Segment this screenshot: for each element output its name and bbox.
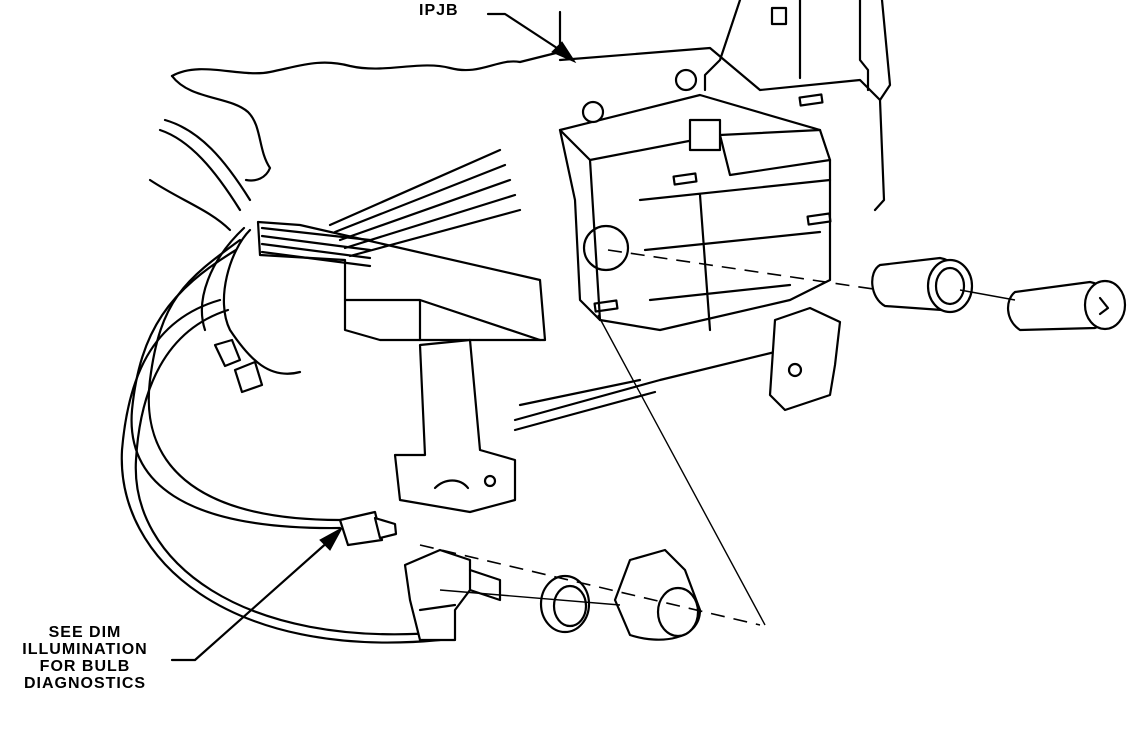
bracket-slot bbox=[433, 479, 470, 490]
callout-line-1 bbox=[597, 314, 766, 626]
ipjb-bolt-right bbox=[674, 68, 698, 92]
frame-slot bbox=[770, 6, 788, 26]
ipjb-box-top bbox=[558, 128, 832, 322]
lighter-element bbox=[1007, 279, 1127, 332]
bracket-hole bbox=[483, 474, 497, 488]
ipjb-box-edges bbox=[638, 178, 832, 332]
frame-upper-right bbox=[703, 0, 892, 212]
panel-left-edge bbox=[170, 74, 272, 182]
bulb-icon bbox=[539, 574, 591, 634]
lower-frame-rail bbox=[513, 350, 777, 432]
ipjb-relay bbox=[688, 118, 722, 152]
mounting-bracket-left bbox=[256, 220, 547, 342]
bulb-connector-tip bbox=[373, 516, 398, 540]
bulb-connector bbox=[338, 510, 384, 547]
arrow-icon bbox=[551, 41, 577, 64]
lighter-element-line bbox=[959, 289, 1016, 301]
lower-support-bracket bbox=[393, 338, 517, 514]
ipjb-label: IPJB bbox=[419, 2, 459, 19]
dash-panel-outline bbox=[170, 10, 562, 78]
right-bracket-hole bbox=[787, 362, 803, 378]
harness-connector-top bbox=[213, 338, 242, 368]
note-arrow-icon bbox=[319, 526, 344, 551]
harness-connector-bottom bbox=[233, 360, 264, 394]
bulb-diagnostics-note: SEE DIM ILLUMINATION FOR BULB DIAGNOSTIC… bbox=[22, 624, 148, 692]
ipjb-bolt-left bbox=[581, 100, 605, 124]
lighter-mount-hole bbox=[582, 224, 630, 272]
socket-icon bbox=[613, 548, 702, 641]
wiring-harness bbox=[120, 118, 522, 644]
bulb-socket bbox=[403, 548, 502, 642]
note-leader bbox=[170, 538, 332, 662]
bulb-alignment-line bbox=[419, 544, 761, 626]
lighter-socket bbox=[871, 256, 974, 314]
bulb-axis-line bbox=[439, 589, 621, 606]
frame-rail bbox=[558, 46, 882, 102]
ipjb-leader bbox=[486, 12, 562, 52]
right-mount-bracket bbox=[768, 306, 842, 412]
bracket-lower-edge bbox=[343, 298, 542, 342]
